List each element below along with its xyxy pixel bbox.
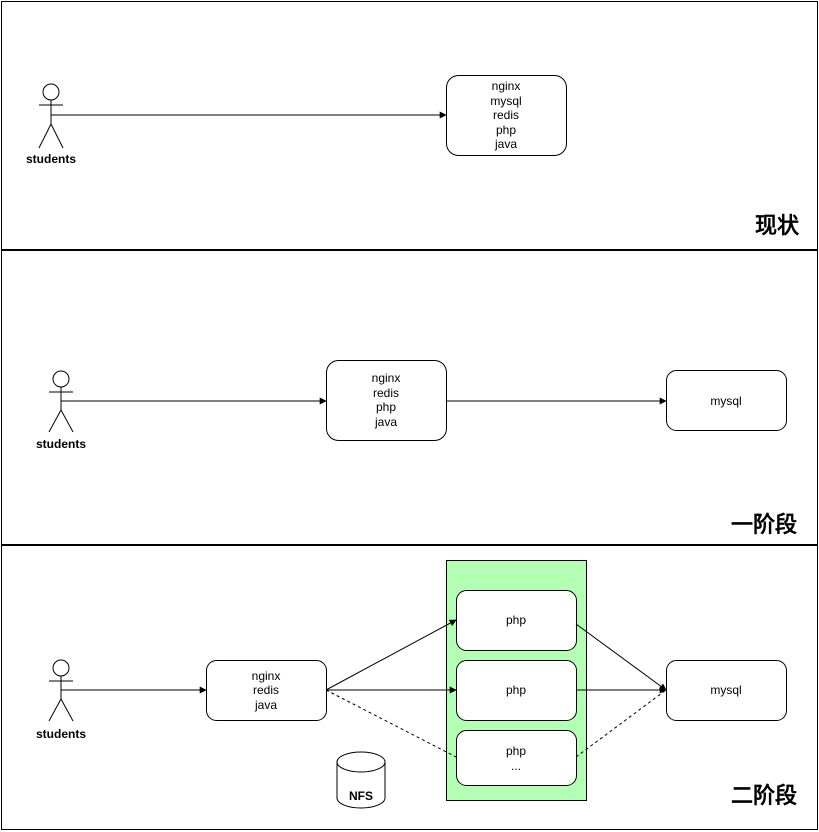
panel-stage-two: students nginx redis java php php php ..…	[1, 545, 818, 830]
actor-leg-right	[50, 123, 64, 149]
panel-current-frame	[1, 1, 818, 250]
db-item-mysql: mysql	[710, 683, 741, 697]
actor-head-icon	[52, 659, 70, 677]
edge-web-to-php-3	[325, 689, 457, 758]
edge-php-3-to-db	[575, 689, 667, 758]
actor-leg-left	[48, 698, 62, 722]
actor-label: students	[26, 152, 76, 166]
web-item-nginx: nginx	[252, 669, 281, 683]
server-node	[446, 75, 567, 156]
panel-title: 二阶段	[731, 783, 797, 809]
actor-leg-left	[38, 123, 52, 149]
panel-title: 现状	[755, 214, 800, 239]
actor-head-icon	[42, 83, 60, 101]
app-item-nginx: nginx	[372, 371, 401, 385]
server-item-php: php	[496, 123, 516, 137]
server-item-java: java	[494, 137, 517, 151]
actor-students	[48, 370, 74, 433]
server-item-mysql: mysql	[490, 94, 521, 108]
server-item-redis: redis	[493, 108, 519, 122]
actor-leg-left	[48, 409, 62, 433]
db-server-node	[666, 660, 787, 721]
actor-leg-right	[60, 698, 74, 722]
panel-current: students nginx mysql redis php java 现状	[1, 1, 818, 250]
panel-title: 一阶段	[731, 512, 797, 538]
actor-students	[48, 659, 74, 722]
php-node-3-more: ...	[511, 759, 521, 773]
nfs-database-icon	[336, 751, 386, 809]
actor-leg-right	[60, 409, 74, 433]
web-item-java: java	[254, 698, 277, 712]
php-node-3-label: php	[506, 744, 526, 758]
app-item-redis: redis	[373, 386, 399, 400]
web-item-redis: redis	[253, 683, 279, 697]
php-node-1	[456, 590, 577, 651]
app-item-java: java	[374, 415, 397, 429]
nfs-label: NFS	[349, 789, 373, 803]
php-node-2-label: php	[506, 683, 526, 697]
db-item-mysql: mysql	[710, 394, 741, 408]
app-item-php: php	[376, 400, 396, 414]
db-server-node	[666, 370, 787, 431]
edge-php-1-to-db	[575, 623, 667, 691]
actor-label: students	[36, 437, 86, 451]
php-node-3	[456, 730, 577, 786]
actor-students	[38, 83, 64, 149]
actor-head-icon	[52, 370, 70, 388]
actor-label: students	[36, 727, 86, 741]
php-node-1-label: php	[506, 613, 526, 627]
edge-web-to-php-1	[325, 619, 457, 691]
server-item-nginx: nginx	[492, 79, 521, 93]
panel-stage-one: students nginx redis php java mysql 一阶段	[1, 250, 818, 545]
